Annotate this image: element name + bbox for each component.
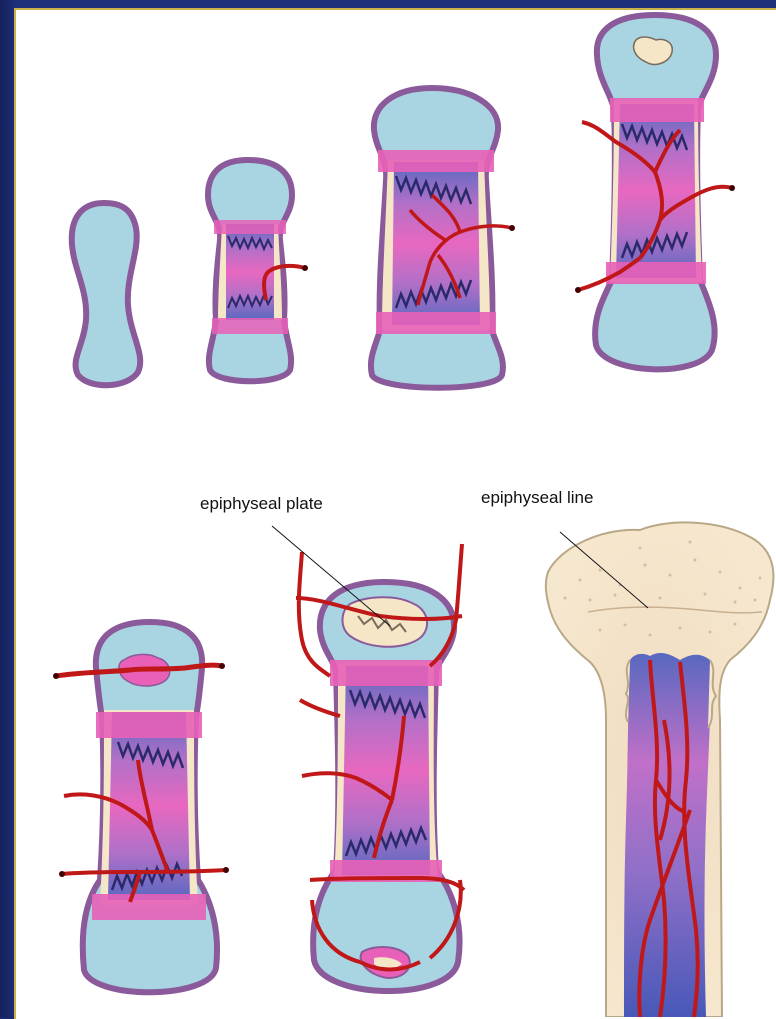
- epiphyseal-plate-label: epiphyseal plate: [200, 494, 323, 514]
- stage-2-primary-ossification: [208, 160, 308, 381]
- stage-7-mature-bone: [546, 522, 774, 1017]
- stage-4-secondary-ossification-center: [575, 15, 735, 369]
- epiphyseal-line-label: epiphyseal line: [481, 488, 593, 508]
- stage-6-epiphyseal-plate-stage: [296, 544, 464, 991]
- stage-3-marrow-cavity: [371, 88, 515, 388]
- stage-1-cartilage-model: [72, 203, 140, 385]
- stage-5-epiphyseal-vessels: [53, 622, 229, 992]
